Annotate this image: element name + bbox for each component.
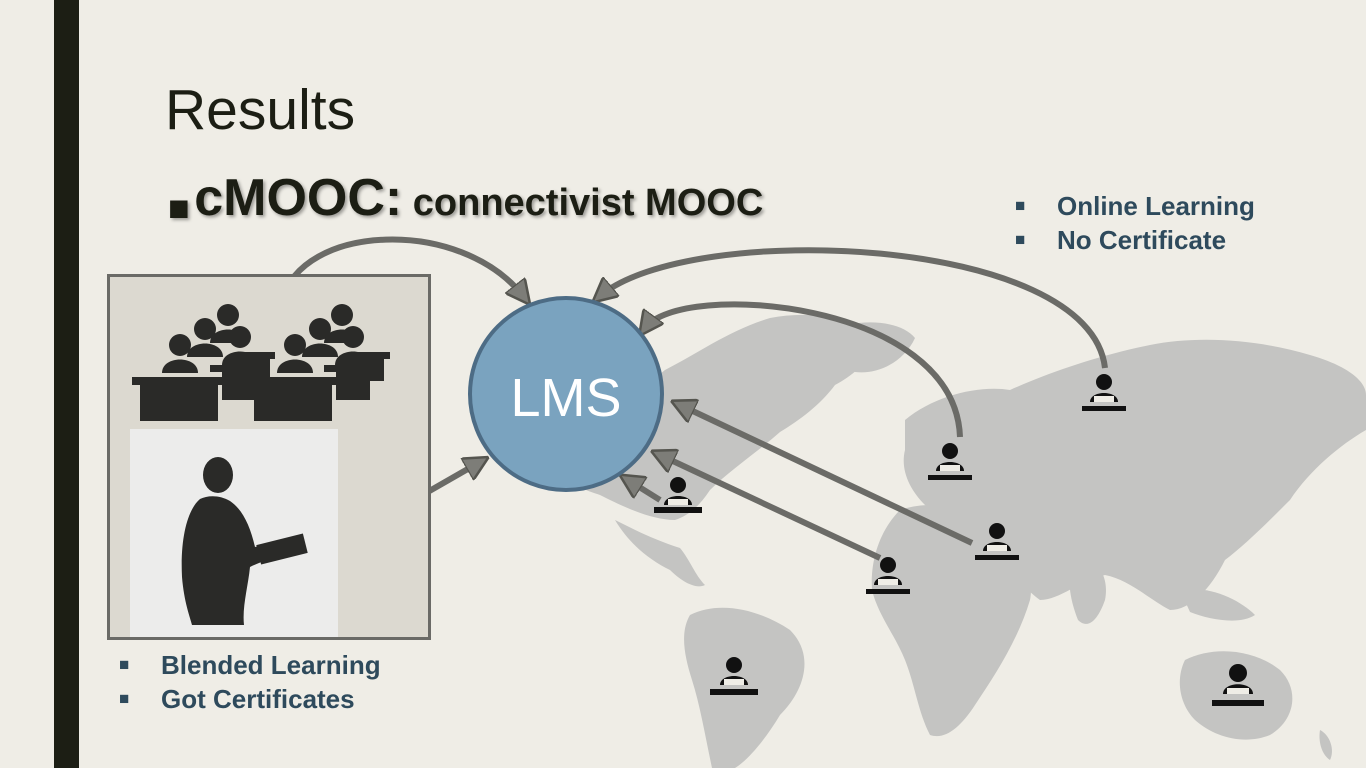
classroom-students-icon bbox=[110, 277, 428, 637]
classroom-picture bbox=[107, 274, 431, 640]
bullet-square: ■ bbox=[119, 655, 130, 674]
person-at-desk-icon bbox=[1082, 374, 1126, 411]
person-at-desk-icon bbox=[975, 523, 1019, 560]
bullet-square: ■ bbox=[1015, 196, 1026, 215]
person-at-desk-icon bbox=[654, 477, 702, 513]
list-item: ■ No Certificate bbox=[1015, 223, 1255, 257]
person-at-desk-icon bbox=[710, 657, 758, 695]
lms-node: LMS bbox=[468, 296, 664, 492]
subtitle-main: cMOOC: bbox=[194, 169, 403, 227]
connection-arrows bbox=[280, 236, 1108, 561]
teacher-silhouette-icon bbox=[181, 457, 308, 625]
person-at-desk-icon bbox=[1212, 664, 1264, 706]
left-accent-bar bbox=[54, 0, 79, 768]
blended-learning-list: ■ Blended Learning ■ Got Certificates bbox=[119, 648, 381, 716]
arrow-africa-to-lms bbox=[660, 455, 882, 561]
subtitle-rest: connectivist MOOC bbox=[402, 182, 764, 224]
arrow-classroom-to-lms bbox=[280, 236, 524, 300]
list-item-label: Got Certificates bbox=[161, 684, 355, 714]
arrow-europe-to-lms bbox=[645, 301, 963, 438]
list-item-label: Blended Learning bbox=[161, 650, 381, 680]
list-item: ■ Blended Learning bbox=[119, 648, 381, 682]
list-item-label: No Certificate bbox=[1057, 225, 1227, 255]
lms-label: LMS bbox=[510, 368, 621, 428]
arrow-asia-to-lms bbox=[600, 247, 1108, 369]
list-item: ■ Got Certificates bbox=[119, 682, 381, 716]
world-map bbox=[560, 314, 1366, 768]
bullet-square: ■ bbox=[119, 689, 130, 708]
list-item: ■ Online Learning bbox=[1015, 189, 1255, 223]
learner-icons bbox=[654, 374, 1264, 706]
slide-title: Results bbox=[165, 78, 356, 142]
list-item-label: Online Learning bbox=[1057, 191, 1255, 221]
arrow-usa-to-lms bbox=[628, 480, 662, 503]
slide-subtitle: ■ cMOOC: connectivist MOOC bbox=[168, 168, 763, 232]
online-learning-list: ■ Online Learning ■ No Certificate bbox=[1015, 189, 1255, 257]
person-at-desk-icon bbox=[928, 443, 972, 480]
person-at-desk-icon bbox=[866, 557, 910, 594]
subtitle-bullet: ■ bbox=[168, 186, 190, 228]
bullet-square: ■ bbox=[1015, 230, 1026, 249]
arrow-mideast-to-lms bbox=[680, 405, 974, 546]
